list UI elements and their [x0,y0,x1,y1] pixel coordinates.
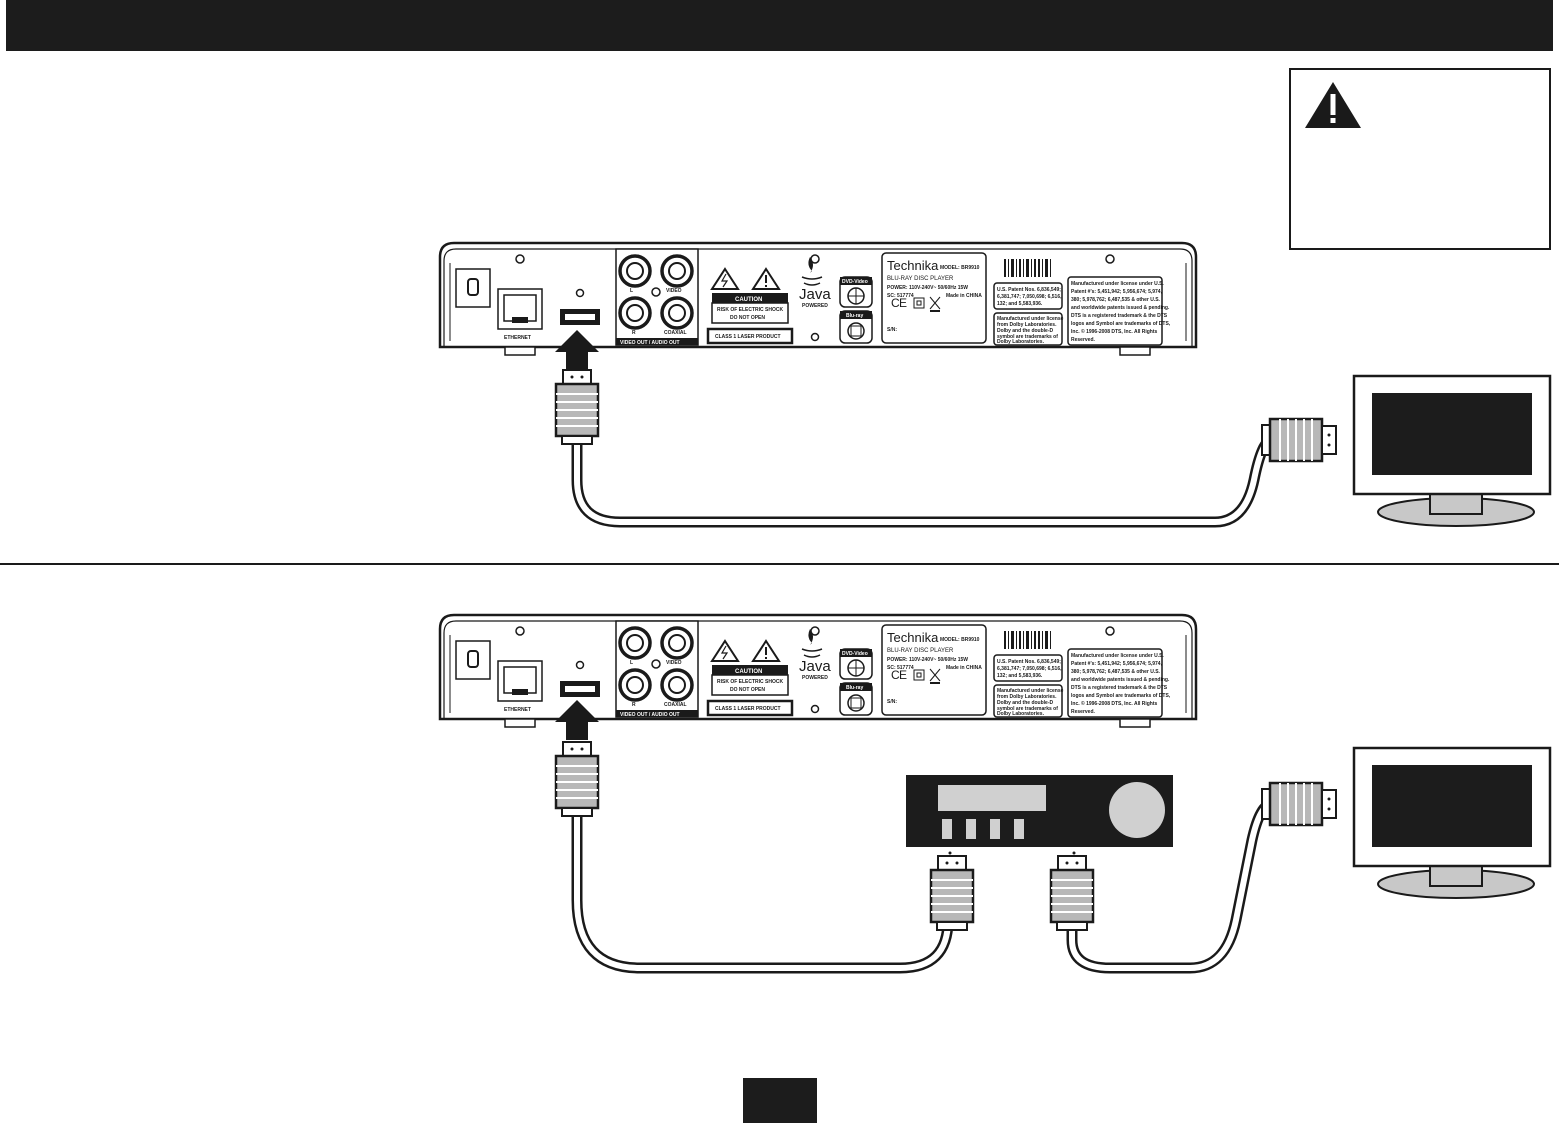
patent-line-1: U.S. Patent Nos. 6,836,549; [997,659,1061,665]
dts-line-2: Patent #'s: 5,451,942; 5,956,674; 5,974, [1071,661,1163,667]
port-coaxial-label: COAXIAL [664,330,687,336]
sn-label: S/N: [887,327,897,333]
television-icon [1352,374,1552,528]
dts-line-5: DTS is a registered trademark & the DTS [1071,313,1168,319]
dts-line-2: Patent #'s: 5,451,942; 5,956,674; 5,974, [1071,289,1163,295]
java-logo-text: Java [799,286,831,303]
port-video-label: VIDEO [666,288,682,294]
warning-box [1289,68,1551,250]
caution-label: CAUTION [735,669,762,675]
av-out-label: VIDEO OUT / AUDIO OUT [620,712,680,718]
hdmi-plug-icon [1260,417,1338,463]
dolby-line-5: Dolby Laboratories. [997,711,1045,717]
power-label: POWER: 110V-240V~ 50/60Hz 15W [887,285,968,291]
hdmi-cable-2a [571,804,954,974]
blu-ray-player-rear-panel-1: ETHERNET VIDEO OUT / AUDIO OUT L VIDEO R… [438,241,1198,357]
dts-line-7: Inc. © 1996-2008 DTS, Inc. All Rights [1071,700,1158,707]
hdmi-cable-1 [571,430,1278,528]
dolby-line-1: Manufactured under license [997,688,1064,694]
java-logo-text: Java [799,658,831,675]
product-label: BLU-RAY DISC PLAYER [887,648,954,654]
product-label: BLU-RAY DISC PLAYER [887,276,954,282]
dts-line-7: Inc. © 1996-2008 DTS, Inc. All Rights [1071,328,1158,335]
hdmi-plug-icon [1260,781,1338,827]
brand-label: Technika [887,630,939,645]
sc-label: SC: 517774 [887,665,914,671]
java-powered-label: POWERED [802,675,828,681]
power-label: POWER: 110V-240V~ 50/60Hz 15W [887,657,968,663]
header-bar [6,0,1553,51]
page-number-badge [743,1078,817,1123]
dvd-video-label: DVD-Video [842,651,868,657]
hdmi-plug-icon [1049,854,1095,932]
laser-label: CLASS 1 LASER PRODUCT [715,334,781,340]
patent-line-2: 6,381,747; 7,050,698; 6,516, [997,666,1062,672]
dts-line-4: and worldwide patents issued & pending. [1071,677,1170,683]
av-out-label: VIDEO OUT / AUDIO OUT [620,340,680,346]
sc-label: SC: 517774 [887,293,914,299]
dts-line-8: Reserved. [1071,337,1096,343]
patent-line-1: U.S. Patent Nos. 6,836,549; [997,287,1061,293]
dvd-video-label: DVD-Video [842,279,868,285]
blu-ray-label: Blu-ray [846,313,863,319]
port-r-label: R [632,330,636,336]
caution-line1: RISK OF ELECTRIC SHOCK [717,307,784,313]
television-icon [1352,746,1552,900]
section-divider [0,563,1559,565]
dolby-line-2: from Dolby Laboratories. [997,322,1057,328]
hdmi-plug-icon [554,740,600,818]
dolby-line-3: Dolby and the double-D [997,328,1053,334]
dts-line-1: Manufactured under license under U.S. [1071,653,1164,659]
dts-line-3: 380; 5,978,762; 6,487,535 & other U.S. [1071,669,1161,675]
patent-line-3: 132; and 5,583,936. [997,673,1043,679]
brand-label: Technika [887,258,939,273]
caution-line2: DO NOT OPEN [730,687,765,693]
dolby-line-2: from Dolby Laboratories. [997,694,1057,700]
model-label: MODEL: BR9910 [940,637,980,643]
port-video-label: VIDEO [666,660,682,666]
hdmi-plug-icon [554,368,600,446]
model-label: MODEL: BR9910 [940,265,980,271]
dolby-line-5: Dolby Laboratories. [997,339,1045,345]
dts-line-6: logos and Symbol are trademarks of DTS, [1071,693,1171,699]
caution-label: CAUTION [735,297,762,303]
dolby-line-1: Manufactured under license [997,316,1064,322]
sn-label: S/N: [887,699,897,705]
port-coaxial-label: COAXIAL [664,702,687,708]
warning-triangle-icon [1305,82,1361,128]
made-in-label: Made in CHINA [946,293,982,299]
blu-ray-player-rear-panel-2: ETHERNET VIDEO OUT / AUDIO OUT L VIDEO R… [438,613,1198,729]
port-l-label: L [630,660,633,666]
dts-line-8: Reserved. [1071,709,1096,715]
patent-line-2: 6,381,747; 7,050,698; 6,516, [997,294,1062,300]
port-l-label: L [630,288,633,294]
ethernet-label: ETHERNET [504,707,531,713]
java-powered-label: POWERED [802,303,828,309]
laser-label: CLASS 1 LASER PRODUCT [715,706,781,712]
dts-line-4: and worldwide patents issued & pending. [1071,305,1170,311]
caution-line2: DO NOT OPEN [730,315,765,321]
dolby-line-4: symbol are trademarks of [997,706,1058,712]
dts-line-5: DTS is a registered trademark & the DTS [1071,685,1168,691]
dts-line-1: Manufactured under license under U.S. [1071,281,1164,287]
av-receiver-icon [906,775,1173,855]
ethernet-label: ETHERNET [504,335,531,341]
caution-line1: RISK OF ELECTRIC SHOCK [717,679,784,685]
dolby-line-3: Dolby and the double-D [997,700,1053,706]
port-r-label: R [632,702,636,708]
dts-line-3: 380; 5,978,762; 6,487,535 & other U.S. [1071,297,1161,303]
dolby-line-4: symbol are trademarks of [997,334,1058,340]
hdmi-plug-icon [929,854,975,932]
dts-line-6: logos and Symbol are trademarks of DTS, [1071,321,1171,327]
patent-line-3: 132; and 5,583,936. [997,301,1043,307]
blu-ray-label: Blu-ray [846,685,863,691]
made-in-label: Made in CHINA [946,665,982,671]
